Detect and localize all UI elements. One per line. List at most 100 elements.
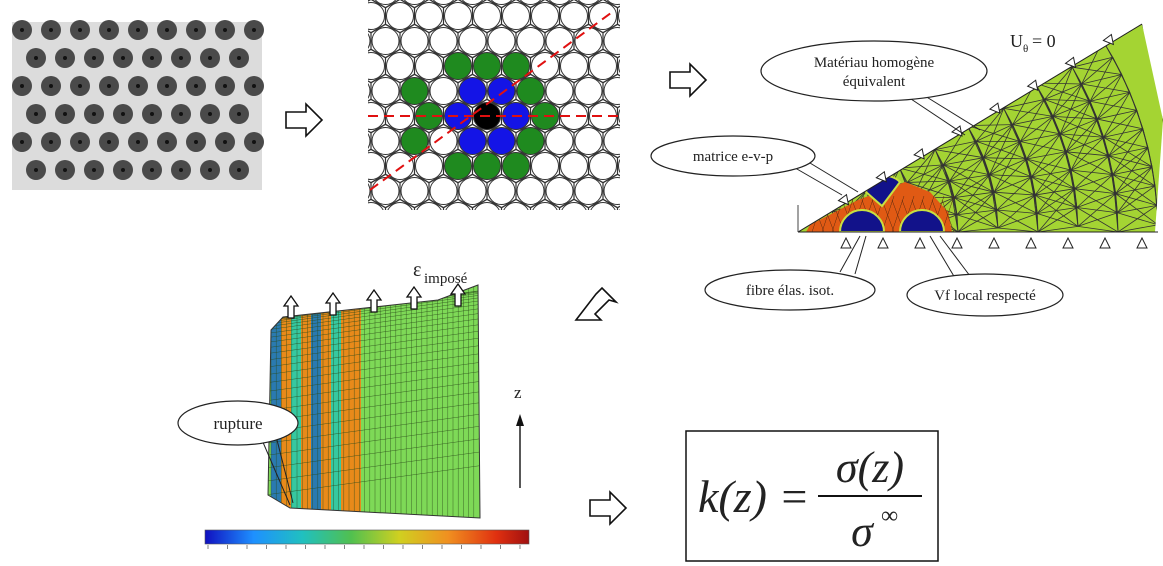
hex-fibre bbox=[285, 0, 312, 5]
hex-fibre bbox=[531, 52, 559, 80]
micro-fibre-core bbox=[107, 28, 111, 32]
mesh-edge bbox=[1115, 193, 1158, 206]
hex-fibre bbox=[589, 2, 617, 30]
hex-cell bbox=[327, 0, 356, 33]
colorbar-ticks bbox=[207, 545, 521, 549]
hex-fibre bbox=[458, 177, 487, 205]
hex-fibre bbox=[560, 152, 588, 180]
mesh-edge bbox=[1012, 115, 1054, 126]
mesh-edge bbox=[1076, 207, 1118, 214]
z-axis: z bbox=[514, 383, 524, 488]
hex-cell bbox=[632, 224, 661, 258]
bottom-boundary-supports bbox=[840, 236, 1148, 249]
mesh-edge bbox=[1112, 174, 1156, 187]
micro-fibre-core bbox=[20, 84, 24, 88]
mesh-horizontal bbox=[268, 437, 480, 469]
hex-cell bbox=[429, 224, 458, 258]
homog-label-line1: Matériau homogène bbox=[814, 55, 935, 71]
micro-fibre-core bbox=[78, 140, 82, 144]
stress-band bbox=[291, 285, 301, 518]
hex-cell bbox=[284, 74, 313, 108]
mesh-edge bbox=[899, 167, 950, 182]
mesh-horizontal bbox=[268, 337, 480, 368]
mesh-edge bbox=[1077, 226, 1119, 232]
mesh-edge bbox=[1044, 83, 1082, 100]
hex-fibre bbox=[516, 127, 545, 155]
mesh-edge bbox=[954, 197, 999, 229]
hex-fibre bbox=[633, 28, 660, 55]
support-triangle bbox=[875, 170, 887, 183]
micro-fibre-core bbox=[136, 28, 140, 32]
hex-fibre bbox=[473, 2, 501, 30]
micro-fibre-core bbox=[194, 84, 198, 88]
hex-fibre bbox=[300, 3, 327, 30]
matrice-label: matrice e-v-p bbox=[693, 149, 773, 165]
mesh-edge bbox=[989, 158, 1027, 176]
mesh-horizontal bbox=[268, 317, 480, 349]
z-axis-label: z bbox=[514, 383, 522, 402]
hex-fibre bbox=[368, 52, 385, 80]
micrograph-fibres bbox=[12, 20, 264, 180]
mesh-edge bbox=[1071, 66, 1083, 85]
fine-mesh-edge bbox=[891, 195, 905, 232]
micro-fibre-core bbox=[179, 56, 183, 60]
hex-cell bbox=[284, 0, 313, 8]
hex-cell bbox=[327, 199, 356, 233]
micro-fibre-core bbox=[49, 140, 53, 144]
hex-cell bbox=[327, 49, 356, 83]
mesh-edge bbox=[1052, 100, 1091, 117]
mesh-horizontal bbox=[268, 303, 480, 334]
mesh-edge bbox=[1052, 115, 1098, 120]
micro-fibre-core bbox=[237, 168, 241, 172]
mesh-edge bbox=[1026, 151, 1067, 160]
hex-fibre bbox=[300, 153, 327, 180]
hex-cell bbox=[616, 5, 620, 27]
eps-subscript: imposé bbox=[424, 271, 468, 287]
mesh-edge bbox=[1072, 56, 1113, 68]
mesh-edge bbox=[1034, 194, 1079, 227]
mesh-edge bbox=[1020, 133, 1061, 142]
micro-fibre-core bbox=[165, 84, 169, 88]
micro-fibre-core bbox=[223, 28, 227, 32]
support-triangle bbox=[951, 236, 963, 249]
micro-fibre-core bbox=[252, 84, 256, 88]
mesh-edge bbox=[1037, 226, 1078, 232]
micro-fibre-core bbox=[165, 28, 169, 32]
hex-fibre bbox=[314, 78, 341, 105]
hex-fibre bbox=[589, 152, 617, 180]
micro-fibre-core bbox=[223, 140, 227, 144]
mesh-edge bbox=[989, 174, 1032, 178]
mesh-edge bbox=[1097, 109, 1137, 120]
hex-cell bbox=[400, 224, 429, 258]
mesh-edge bbox=[997, 227, 1039, 232]
micro-fibre-core bbox=[63, 168, 67, 172]
hex-cell bbox=[458, 224, 487, 258]
up-arrow bbox=[449, 282, 467, 307]
hex-fibre bbox=[648, 3, 675, 30]
mesh-horizontal bbox=[268, 464, 480, 496]
mesh-edge bbox=[996, 209, 1039, 232]
formula-box: k(z) = σ(z) σ ∞ bbox=[685, 430, 939, 562]
fibre-half-2 bbox=[898, 209, 946, 232]
hex-fibre bbox=[458, 77, 487, 105]
hex-fibre bbox=[368, 202, 384, 210]
support-triangle bbox=[988, 236, 1000, 249]
mesh-edge bbox=[1112, 166, 1153, 175]
mesh-edge bbox=[983, 157, 1027, 160]
hex-fibre bbox=[619, 208, 620, 210]
hex-fibre bbox=[368, 133, 371, 149]
homog-callout: Matériau homogène équivalent bbox=[760, 40, 988, 136]
mesh-edge bbox=[993, 176, 1032, 193]
hex-fibre bbox=[329, 203, 356, 230]
hex-fibre bbox=[329, 3, 356, 30]
hex-fibre bbox=[590, 202, 616, 210]
hex-fibre bbox=[618, 158, 620, 174]
hex-fibre bbox=[575, 228, 602, 255]
mesh-edge bbox=[949, 157, 984, 182]
hex-fibre bbox=[329, 103, 356, 130]
hex-cell bbox=[298, 199, 327, 233]
micro-fibre-core bbox=[136, 84, 140, 88]
mesh-edge bbox=[906, 149, 936, 183]
support-triangle bbox=[877, 236, 889, 249]
micro-fibre-core bbox=[78, 28, 82, 32]
